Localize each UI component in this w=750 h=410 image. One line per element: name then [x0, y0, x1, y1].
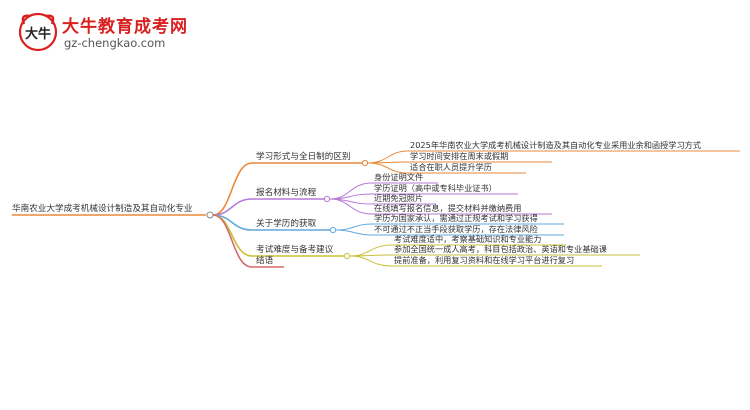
- leaf-4-1-connector: [349, 244, 393, 257]
- branch-conclusion[interactable]: 结语: [256, 256, 274, 266]
- leaf-exam-difficulty: 考试难度适中，考察基础知识和专业能力: [394, 234, 542, 244]
- site-name: 大牛教育成考网: [62, 17, 188, 37]
- branch-study-format[interactable]: 学习形式与全日制的区别: [256, 152, 351, 162]
- leaf-diploma: 学历证明（高中或专科毕业证书）: [374, 183, 497, 193]
- branch-4-dot: [343, 252, 351, 260]
- leaf-exam-subjects: 参加全国统一成人高考，科目包括政治、英语和专业基础课: [394, 244, 607, 254]
- branch-exam[interactable]: 考试难度与备考建议: [256, 245, 334, 255]
- site-logo[interactable]: 大牛 大牛教育成考网 gz-chengkao.com: [14, 8, 187, 56]
- branch-3-dot: [329, 226, 337, 234]
- branch-4-connector: [212, 214, 253, 257]
- branch-1-connector: [212, 162, 253, 216]
- branch-degree[interactable]: 关于学历的获取: [256, 219, 317, 229]
- leaf-suitable-for: 适合在职人员提升学历: [410, 162, 492, 172]
- leaf-degree-warning: 不可通过不正当手段获取学历，存在法律风险: [374, 224, 538, 234]
- leaf-4-3-connector: [349, 255, 393, 267]
- leaf-study-time: 学习时间安排在周末或假期: [410, 151, 509, 161]
- branch-application[interactable]: 报名材料与流程: [256, 188, 317, 198]
- leaf-photo: 近期免冠照片: [374, 193, 424, 203]
- leaf-degree-recognized: 学历为国家承认，需通过正规考试和学习获得: [374, 213, 538, 223]
- leaf-3-2-connector: [335, 229, 373, 236]
- leaf-exam-prep: 提前准备，利用复习资料和在线学习平台进行复习: [394, 255, 575, 265]
- branch-1-dot: [361, 159, 369, 167]
- site-url: gz-chengkao.com: [64, 36, 166, 50]
- branch-2-dot: [323, 195, 331, 203]
- leaf-1-3-connector: [367, 162, 409, 174]
- leaf-1-1-connector: [367, 150, 409, 164]
- leaf-online-registration: 在线填写报名信息，提交材料并缴纳费用: [374, 203, 522, 213]
- root-node-dot: [206, 211, 214, 219]
- logo-glyph: 大牛: [25, 26, 51, 42]
- mindmap-root[interactable]: 华南农业大学成考机械设计制造及其自动化专业: [12, 204, 193, 214]
- branch-5-connector: [212, 214, 253, 268]
- leaf-2-4-connector: [329, 198, 373, 215]
- leaf-id-document: 身份证明文件: [374, 172, 424, 182]
- leaf-study-mode: 2025年华南农业大学成考机械设计制造及其自动化专业采用业余和函授学习方式: [410, 140, 702, 150]
- leaf-3-1-connector: [335, 223, 373, 231]
- bull-logo-icon: 大牛: [18, 12, 58, 52]
